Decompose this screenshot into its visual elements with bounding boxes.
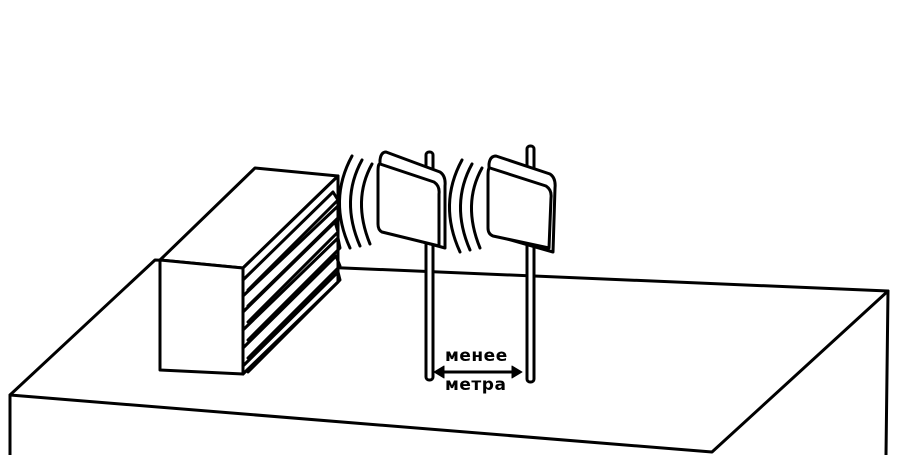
antenna-left-panel-face bbox=[376, 162, 441, 248]
device-front bbox=[158, 258, 245, 376]
distance-label-top: менее bbox=[445, 346, 508, 366]
distance-label-bottom: метра bbox=[445, 375, 507, 395]
antenna-right-panel-face bbox=[486, 166, 553, 250]
reader-device bbox=[158, 166, 342, 376]
signal-waves-left-icon bbox=[338, 154, 374, 250]
antenna-right bbox=[448, 144, 557, 384]
distance-arrow-icon bbox=[433, 365, 523, 379]
antenna-left bbox=[338, 150, 447, 382]
table-right-side bbox=[884, 289, 890, 455]
signal-waves-right-icon bbox=[448, 158, 484, 254]
